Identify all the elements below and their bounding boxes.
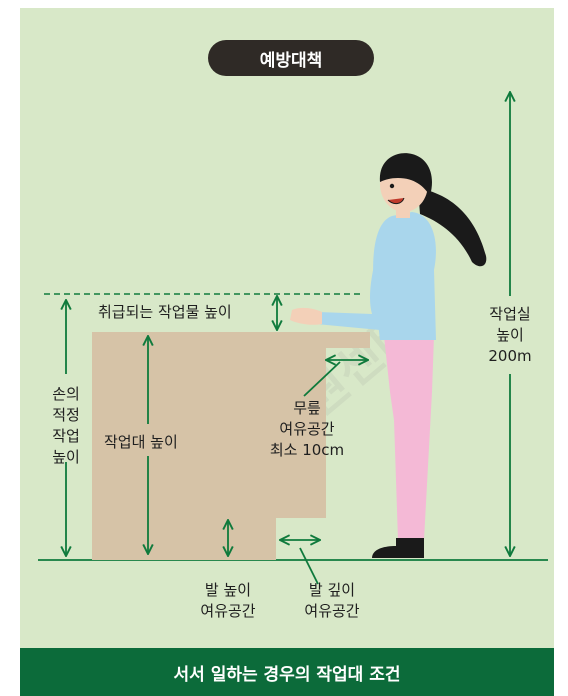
hand-height-line-1: 손의 [52, 385, 80, 403]
eye [389, 183, 395, 189]
room-height-line-2: 높이 [496, 326, 524, 344]
hand-height-label: 손의 적정 작업 높이 [48, 384, 84, 468]
hair-top [379, 153, 432, 196]
arm [316, 250, 393, 330]
foot-depth-line-1: 발 깊이 [308, 581, 356, 599]
hand [290, 307, 322, 325]
knee-space-label: 무릎 여유공간 최소 10cm [258, 398, 356, 461]
dimension-arrows [66, 92, 510, 585]
hand-height-line-3: 작업 [52, 427, 80, 445]
hand-height-line-2: 적정 [52, 406, 80, 424]
foot-height-label: 발 높이 여유공간 [188, 580, 268, 622]
foot-height-line-2: 여유공간 [200, 602, 256, 620]
foot-depth-leader [299, 547, 319, 585]
foot-height-line-1: 발 높이 [204, 581, 252, 599]
knee-space-line-3: 최소 10cm [269, 441, 345, 459]
mouth [387, 197, 405, 205]
workbench [92, 332, 370, 560]
knee-space-line-2: 여유공간 [279, 420, 335, 438]
bench-height-label: 작업대 높이 [104, 433, 178, 451]
room-height-line-3: 200m [488, 347, 532, 365]
hair-ponytail [418, 188, 487, 267]
object-height-label: 취급되는 작업물 높이 [98, 303, 232, 321]
room-height-label: 작업실 높이 200m [478, 304, 542, 367]
hand-height-line-4: 높이 [52, 448, 80, 466]
title-pill: 예방대책 [208, 40, 374, 76]
pants [384, 336, 434, 540]
person-illustration [290, 153, 487, 558]
shoe [372, 538, 424, 558]
foot-depth-line-2: 여유공간 [304, 602, 360, 620]
foot-depth-label: 발 깊이 여유공간 [292, 580, 372, 622]
knee-space-line-1: 무릎 [293, 399, 321, 417]
knee-space-leader [303, 361, 341, 397]
caption-footer: 서서 일하는 경우의 작업대 조건 [20, 648, 554, 696]
room-height-line-1: 작업실 [489, 305, 531, 323]
